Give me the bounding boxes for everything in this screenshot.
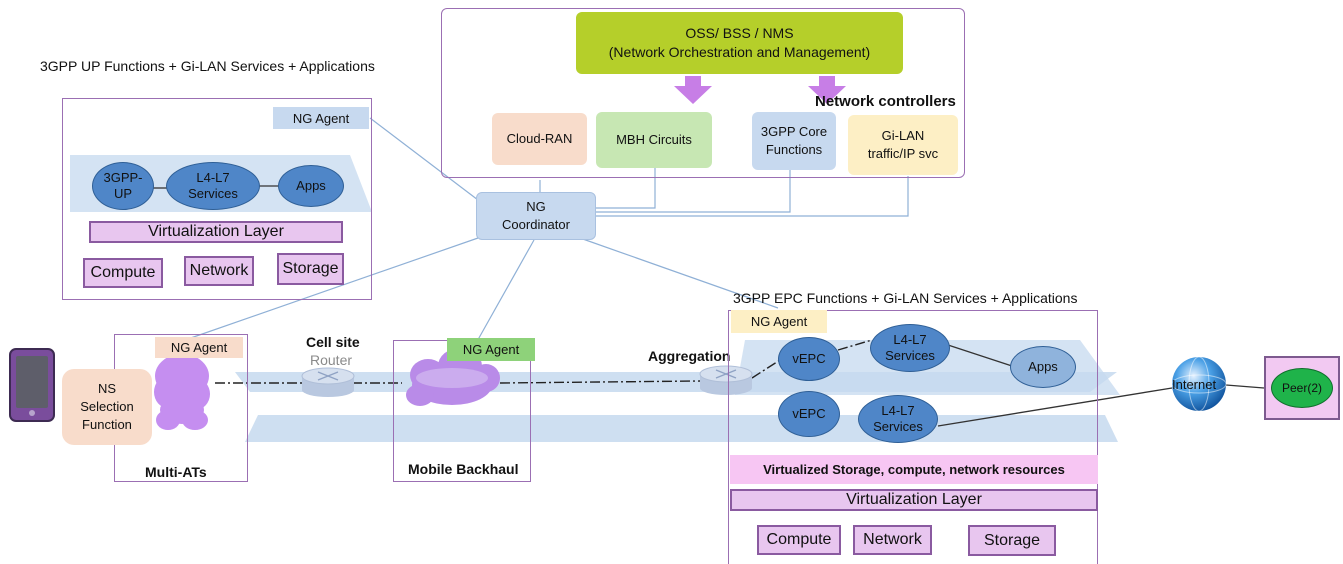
up-domain-title: 3GPP UP Functions + Gi-LAN Services + Ap… xyxy=(40,58,375,74)
epc-virtualized-resources: Virtualized Storage, compute, network re… xyxy=(730,455,1098,484)
orchestration-line2: (Network Orchestration and Management) xyxy=(608,44,871,60)
up-ng-agent: NG Agent xyxy=(273,107,369,129)
up-function-apps: Apps xyxy=(278,165,344,207)
orchestration-arrows xyxy=(674,76,846,104)
epc-domain-frame xyxy=(728,310,1098,564)
up-resource-network: Network xyxy=(184,256,254,286)
ns-selection-function: NS Selection Function xyxy=(62,369,152,445)
epc-vepc-2: vEPC xyxy=(778,391,840,437)
up-function-l4-l7: L4-L7 Services xyxy=(166,162,260,210)
cell-site-label: Cell site xyxy=(306,334,360,350)
epc-virtualization-layer: Virtualization Layer xyxy=(730,489,1098,511)
backhaul-ng-agent: NG Agent xyxy=(447,338,535,361)
coordinator-links xyxy=(184,117,909,346)
peer-node: Peer(2) xyxy=(1271,368,1333,408)
orchestration-box: OSS/ BSS / NMS (Network Orchestration an… xyxy=(576,12,903,74)
internet-label: Internet xyxy=(1172,377,1217,392)
router-label: Router xyxy=(310,352,353,368)
controller-mbh-circuits: MBH Circuits xyxy=(596,112,712,168)
mobile-backhaul-label: Mobile Backhaul xyxy=(408,461,519,477)
orchestration-line1: OSS/ BSS / NMS xyxy=(685,25,794,41)
up-resource-storage: Storage xyxy=(277,253,344,285)
epc-apps: Apps xyxy=(1010,346,1076,388)
multi-at-cloud-icon xyxy=(154,354,210,430)
up-function-3gpp-up: 3GPP- UP xyxy=(92,162,154,210)
aggregation-label: Aggregation xyxy=(648,348,731,364)
epc-resource-compute: Compute xyxy=(757,525,841,555)
epc-domain-title: 3GPP EPC Functions + Gi-LAN Services + A… xyxy=(733,290,1078,306)
epc-vepc-1: vEPC xyxy=(778,337,840,381)
epc-ng-agent: NG Agent xyxy=(731,310,827,333)
network-controllers-title: Network controllers xyxy=(815,93,956,110)
cell-site-router-icon xyxy=(301,367,355,397)
aggregation-router-icon xyxy=(699,365,753,395)
access-ng-agent: NG Agent xyxy=(155,337,243,358)
controller-cloud-ran: Cloud-RAN xyxy=(492,113,587,165)
controller-gi-lan: Gi-LAN traffic/IP svc xyxy=(848,115,958,175)
epc-l4-l7-2: L4-L7 Services xyxy=(858,395,938,443)
epc-resource-network: Network xyxy=(853,525,932,555)
service-links xyxy=(153,185,1265,427)
up-resource-compute: Compute xyxy=(83,258,163,288)
peer-frame: Peer(2) xyxy=(1264,356,1340,420)
multi-ats-label: Multi-ATs xyxy=(145,464,207,480)
controller-3gpp-core: 3GPP Core Functions xyxy=(752,112,836,170)
up-virtualization-layer: Virtualization Layer xyxy=(89,221,343,243)
internet-globe-icon xyxy=(1171,356,1227,412)
up-domain-frame xyxy=(62,98,372,300)
epc-l4-l7-1: L4-L7 Services xyxy=(870,324,950,372)
ng-coordinator: NG Coordinator xyxy=(476,192,596,240)
phone-icon xyxy=(9,348,55,422)
controllers-frame xyxy=(441,8,965,178)
epc-resource-storage: Storage xyxy=(968,525,1056,556)
